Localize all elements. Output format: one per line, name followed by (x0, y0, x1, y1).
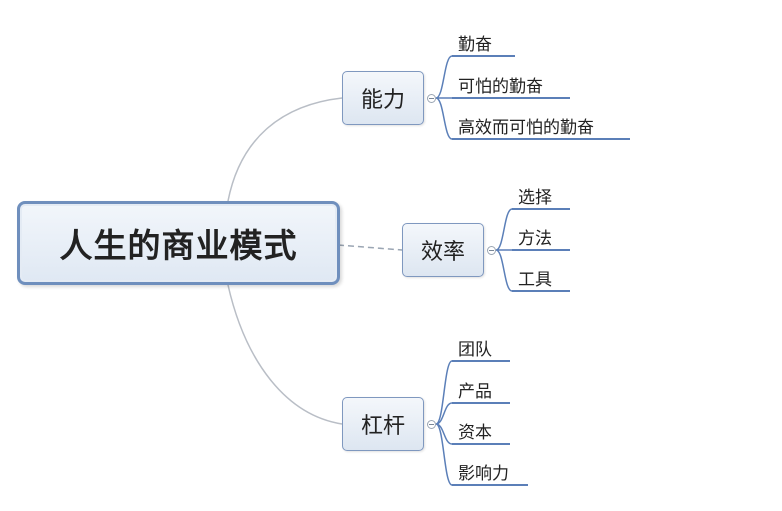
connector-xiaolv-leaves (495, 208, 513, 292)
leaf-topic[interactable]: 勤奋 (458, 35, 492, 55)
leaf-topic[interactable]: 影响力 (458, 464, 509, 484)
leaf-topic[interactable]: 高效而可怕的勤奋 (458, 118, 594, 138)
connector-nengli-leaves (435, 55, 453, 140)
collapse-toggle-icon[interactable] (427, 94, 436, 103)
root-topic-label: 人生的商业模式 (59, 226, 298, 265)
connector-root-xiaolv (337, 244, 403, 251)
leaf-topic[interactable]: 选择 (518, 188, 552, 208)
leaf-topic[interactable]: 工具 (518, 270, 552, 290)
branch-topic-xiaolv[interactable]: 效率 (402, 223, 484, 277)
leaf-topic[interactable]: 产品 (458, 382, 492, 402)
branch-topic-ganggan[interactable]: 杠杆 (342, 397, 424, 451)
connector-root-nengli (227, 97, 343, 202)
leaf-topic[interactable]: 方法 (518, 229, 552, 249)
branch-topic-label: 效率 (420, 240, 465, 265)
collapse-toggle-icon[interactable] (427, 420, 436, 429)
leaf-topic[interactable]: 资本 (458, 423, 492, 443)
branch-topic-label: 能力 (360, 88, 405, 113)
connector-root-ganggan (227, 284, 343, 425)
branch-topic-nengli[interactable]: 能力 (342, 71, 424, 125)
leaf-topic[interactable]: 可怕的勤奋 (458, 77, 543, 97)
connector-ganggan-leaves (435, 360, 453, 486)
root-topic[interactable]: 人生的商业模式 (17, 201, 340, 285)
leaf-topic[interactable]: 团队 (458, 340, 492, 360)
branch-topic-label: 杠杆 (360, 414, 405, 439)
collapse-toggle-icon[interactable] (487, 246, 496, 255)
